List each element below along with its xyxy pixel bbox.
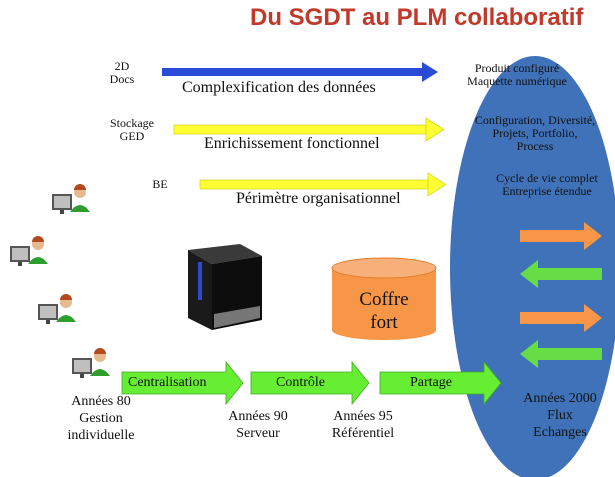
user-computer-icon [10,236,48,266]
timeline-arrow-partage [379,360,502,406]
row-center-label: Complexification des données [182,79,376,96]
yellow-arrow-1 [173,117,445,142]
arrow-label-controle: Contrôle [276,375,325,390]
timeline-arrow-controle [250,360,370,406]
yellow-arrow-2 [199,172,447,197]
database-cylinder-icon [331,257,437,340]
diagram-title: Du SGDT au PLM collaboratif [250,4,584,31]
row-right-label: Configuration, Diversité, Projets, Portf… [474,113,596,153]
user-computer-icon [38,294,76,324]
row-right-label: Cycle de vie complet Entreprise étendue [496,171,598,198]
period-label-80: Années 80 Gestion individuelle [67,394,135,443]
period-label-2000: Années 2000 Flux Echanges [523,391,597,440]
exchange-arrows-icon [520,222,602,368]
blue-arrow [162,62,438,82]
row-left-label: 2D Docs [109,59,135,86]
coffre-fort-label: Coffre fort [359,289,409,333]
row-center-label: Périmètre organisationnel [236,190,401,207]
period-label-95: Années 95 Référentiel [331,409,395,441]
arrow-label-partage: Partage [410,375,452,390]
row-right-label: Produit configuré Maquette numérique [467,61,567,88]
row-left-label: BE [152,177,168,191]
server-icon [188,244,262,330]
arrow-label-centralisation: Centralisation [128,375,207,390]
timeline-arrow-centralisation [121,360,244,406]
period-label-90: Années 90 Serveur [228,409,288,441]
row-left-label: Stockage GED [110,116,154,143]
user-computer-icon [72,348,110,378]
user-computer-icon [52,184,90,214]
row-center-label: Enrichissement fonctionnel [204,135,380,152]
